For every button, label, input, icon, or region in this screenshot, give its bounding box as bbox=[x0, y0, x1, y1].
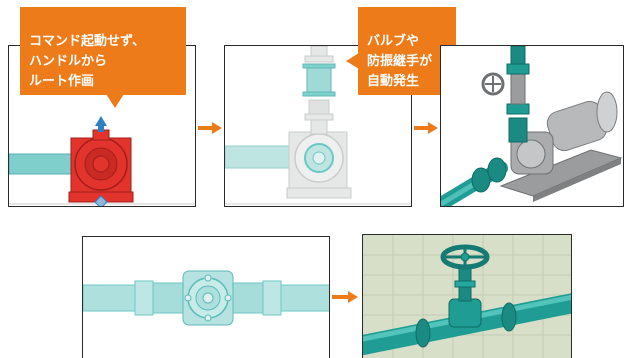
handwheel-icon bbox=[481, 72, 505, 96]
auto-valve-drawing bbox=[225, 46, 411, 205]
valve-3d-drawing bbox=[363, 235, 571, 358]
handle-diamond-icon bbox=[94, 195, 108, 206]
callout-handle-route: コマンド起動せず、 ハンドルから ルート作画 bbox=[20, 7, 186, 108]
pump-3d-drawing bbox=[441, 46, 623, 206]
callout-text: バルブや 防振継手が 自動発生 bbox=[367, 34, 433, 89]
panel-step-3-3d-pump bbox=[440, 45, 624, 207]
callout-auto-generate: バルブや 防振継手が 自動発生 bbox=[346, 7, 456, 95]
route-handle-icon bbox=[95, 116, 107, 126]
arrow-right-icon bbox=[414, 122, 438, 134]
valve-body bbox=[306, 65, 332, 95]
arrow-right-icon bbox=[198, 122, 222, 134]
panel-step-5-3d-valve bbox=[362, 234, 572, 358]
valve-plan-drawing bbox=[83, 270, 329, 326]
pump-drawing bbox=[9, 116, 195, 206]
panel-step-4-valve-plan bbox=[82, 236, 330, 358]
callout-tail bbox=[106, 94, 124, 108]
flex-joint bbox=[308, 99, 330, 115]
pipe-left bbox=[9, 153, 82, 175]
callout-text: コマンド起動せず、 ハンドルから ルート作画 bbox=[29, 34, 146, 89]
valve-3d-body bbox=[448, 298, 482, 328]
callout-tail bbox=[346, 53, 359, 69]
arrow-right-icon bbox=[332, 291, 358, 303]
valve-3d bbox=[510, 73, 526, 105]
